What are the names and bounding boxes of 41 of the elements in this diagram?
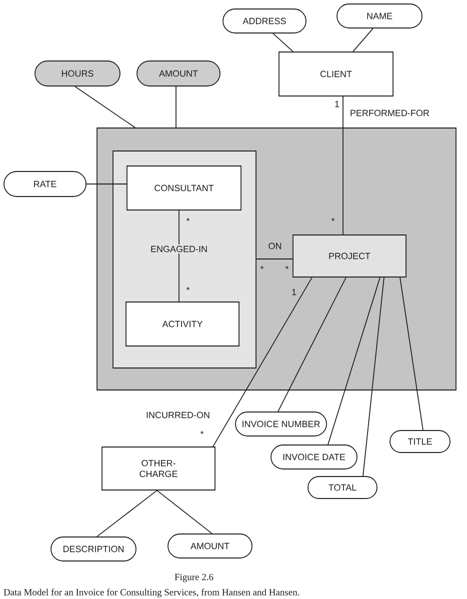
attribute-box: RATE [4, 171, 86, 197]
connector-line [328, 277, 380, 445]
connector-line [400, 277, 424, 430]
cardinality-label: 1 [335, 100, 340, 108]
cardinality-label: * [186, 218, 190, 222]
connector-line [352, 28, 374, 52]
cardinality-label: * [260, 266, 264, 270]
caption: Data Model for an Invoice for Consulting Services, from Hansen and Hansen. [4, 588, 300, 598]
cardinality-label: 1 [292, 288, 296, 296]
entity-box: OTHER- CHARGE [102, 446, 216, 490]
connector-line [278, 277, 346, 412]
cardinality-label: * [186, 286, 190, 290]
connector-line [96, 490, 158, 537]
connector-line [256, 258, 293, 260]
attribute-box: TOTAL [308, 476, 378, 499]
attribute-box: AMOUNT [168, 534, 252, 558]
entity-box: CLIENT [278, 52, 394, 96]
connector-line [212, 277, 312, 447]
connector-line [342, 96, 344, 235]
figure-number: Figure 2.6 [174, 574, 214, 582]
attribute-box: INVOICE NUMBER [235, 412, 327, 436]
cardinality-label: * [331, 218, 335, 222]
attribute-box: AMOUNT [136, 60, 220, 86]
attribute-box: ADDRESS [222, 8, 306, 34]
edge-label: PERFORMED-FOR [348, 108, 431, 118]
cardinality-label: * [200, 430, 204, 434]
entity-box: CONSULTANT [126, 166, 242, 210]
connector-line [74, 86, 136, 128]
connector-line [178, 210, 180, 302]
entity-box: PROJECT [292, 234, 406, 278]
attribute-box: TITLE [390, 430, 450, 453]
connector-line [362, 277, 384, 476]
edge-label: INCURRED-ON [144, 410, 212, 420]
entity-box: ACTIVITY [126, 302, 240, 346]
connector-line [272, 33, 294, 52]
attribute-box: NAME [336, 4, 422, 28]
connector-line [156, 490, 212, 534]
attribute-box: DESCRIPTION [50, 536, 136, 562]
cardinality-label: * [285, 266, 289, 270]
attribute-box: INVOICE DATE [270, 444, 358, 470]
attribute-box: HOURS [34, 60, 120, 86]
